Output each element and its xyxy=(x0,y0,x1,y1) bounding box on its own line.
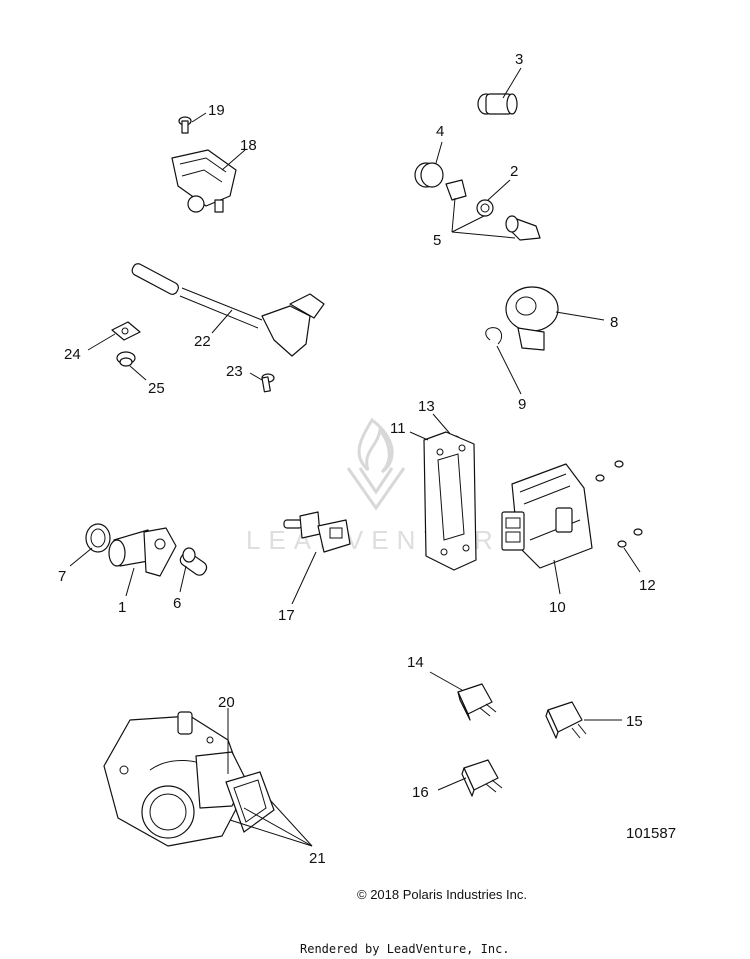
part-24-clip xyxy=(87,321,141,351)
callout-1: 1 xyxy=(118,599,126,616)
part-18-map-sensor xyxy=(171,149,246,213)
callout-15: 15 xyxy=(626,713,643,730)
part-5-sensor-assembly xyxy=(445,179,541,241)
callout-22: 22 xyxy=(194,333,211,350)
callout-13: 13 xyxy=(418,398,435,415)
callout-7: 7 xyxy=(58,568,66,585)
part-11-bracket xyxy=(409,431,477,571)
part-22-speed-sensor xyxy=(131,263,325,357)
callout-3: 3 xyxy=(515,51,523,68)
part-19-bolt xyxy=(178,112,207,134)
callout-24: 24 xyxy=(64,346,81,363)
part-6-sleeve xyxy=(179,547,208,593)
callout-18: 18 xyxy=(240,137,257,154)
callout-19: 19 xyxy=(208,102,225,119)
part-14-relay xyxy=(429,671,497,721)
part-20-throttle-body xyxy=(103,708,313,847)
part-9-snap-ring xyxy=(485,327,522,395)
part-10-ecu xyxy=(501,463,593,595)
callout-12: 12 xyxy=(639,577,656,594)
part-17-temp-sensor xyxy=(283,511,351,605)
part-16-relay xyxy=(437,759,503,797)
callout-4: 4 xyxy=(436,123,444,140)
part-4-cap xyxy=(414,141,444,188)
callout-14: 14 xyxy=(407,654,424,671)
part-25-nut xyxy=(116,351,147,381)
part-3-plug xyxy=(477,67,522,115)
part-7-o-ring xyxy=(69,523,111,567)
callout-17: 17 xyxy=(278,607,295,624)
part-1-cam-sensor xyxy=(108,527,177,597)
figure-number: 101587 xyxy=(626,825,676,842)
callout-11: 11 xyxy=(390,420,406,437)
watermark-text: LEADVENTURE xyxy=(246,525,526,555)
callout-23: 23 xyxy=(226,363,243,380)
callout-16: 16 xyxy=(412,784,429,801)
callout-labels: 3 4 2 5 19 18 8 22 24 25 23 9 13 11 7 1 … xyxy=(58,51,656,867)
callout-6: 6 xyxy=(173,595,181,612)
callout-25: 25 xyxy=(148,380,165,397)
leadventure-watermark: LEADVENTURE xyxy=(246,417,526,555)
callout-2: 2 xyxy=(510,163,518,180)
part-12-screws xyxy=(595,460,643,573)
callout-21: 21 xyxy=(309,850,326,867)
part-8-knock-sensor xyxy=(505,286,605,351)
part-23-bolt xyxy=(249,372,275,393)
callout-8: 8 xyxy=(610,314,618,331)
part-15-relay xyxy=(545,701,622,739)
callout-9: 9 xyxy=(518,396,526,413)
callout-10: 10 xyxy=(549,599,566,616)
copyright-text: © 2018 Polaris Industries Inc. xyxy=(357,887,527,902)
callout-5: 5 xyxy=(433,232,441,249)
rendered-by-text: Rendered by LeadVenture, Inc. xyxy=(300,942,510,956)
callout-20: 20 xyxy=(218,694,235,711)
